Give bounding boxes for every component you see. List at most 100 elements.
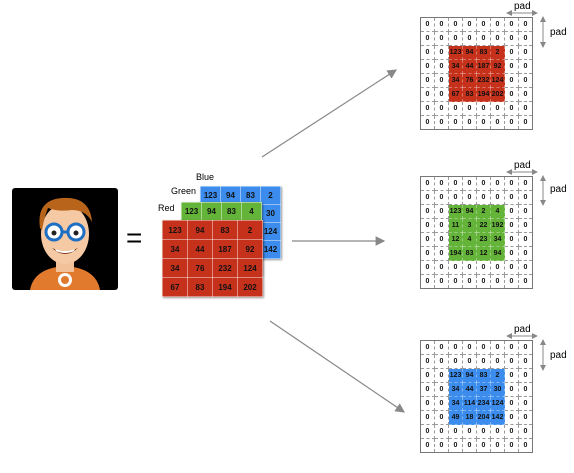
padded-blue-cell: 0 xyxy=(434,410,449,425)
padded-green-cell: 0 xyxy=(434,204,449,219)
red-channel-cell: 202 xyxy=(237,277,263,297)
padded-green-cell: 194 xyxy=(448,246,463,261)
red-channel-cell: 44 xyxy=(187,239,213,259)
padded-blue-cell: 0 xyxy=(476,340,491,355)
padded-blue-cell: 124 xyxy=(490,396,505,411)
padded-red-cell: 0 xyxy=(448,115,463,130)
padded-green-cell: 0 xyxy=(462,274,477,289)
pad-label-top-1: pad xyxy=(514,1,531,12)
padded-green-cell: 0 xyxy=(420,218,435,233)
padded-green-cell: 0 xyxy=(518,218,533,233)
padded-green-cell: 12 xyxy=(448,232,463,247)
padded-green-cell: 0 xyxy=(504,232,519,247)
padded-red-cell: 0 xyxy=(420,101,435,116)
padded-green-cell: 23 xyxy=(476,232,491,247)
padded-red-cell: 232 xyxy=(476,73,491,88)
padded-blue-cell: 0 xyxy=(420,382,435,397)
padded-red-cell: 0 xyxy=(434,115,449,130)
padded-blue-cell: 0 xyxy=(462,354,477,369)
red-channel-label: Red xyxy=(158,203,175,213)
padded-red-cell: 0 xyxy=(518,45,533,60)
padded-red-cell: 0 xyxy=(504,101,519,116)
padded-blue-cell: 0 xyxy=(504,424,519,439)
padded-red-cell: 0 xyxy=(476,31,491,46)
padded-green-cell: 34 xyxy=(490,232,505,247)
padded-green-cell: 0 xyxy=(434,190,449,205)
red-channel-cell: 83 xyxy=(212,220,238,240)
padded-green-cell: 4 xyxy=(462,232,477,247)
padded-blue-cell: 49 xyxy=(448,410,463,425)
pad-label-side-2: pad xyxy=(550,184,567,195)
padded-green-cell: 0 xyxy=(462,260,477,275)
padded-green-cell: 0 xyxy=(420,190,435,205)
red-channel-cell: 2 xyxy=(237,220,263,240)
padded-green-cell: 0 xyxy=(420,204,435,219)
padded-green-cell: 0 xyxy=(504,246,519,261)
padded-blue-cell: 0 xyxy=(476,354,491,369)
arrow-to-red xyxy=(261,69,398,158)
padded-green-cell: 123 xyxy=(448,204,463,219)
padded-blue-cell: 94 xyxy=(462,368,477,383)
blue-channel-label: Blue xyxy=(196,172,215,182)
padded-green-cell: 3 xyxy=(462,218,477,233)
padded-blue-cell: 0 xyxy=(448,438,463,453)
padded-red-cell: 0 xyxy=(462,101,477,116)
pad-label-top-3: pad xyxy=(514,324,531,335)
padded-blue-cell: 0 xyxy=(504,368,519,383)
padded-blue-cell: 0 xyxy=(504,354,519,369)
padded-blue-cell: 44 xyxy=(462,382,477,397)
padded-blue-cell: 0 xyxy=(420,424,435,439)
padded-red-cell: 187 xyxy=(476,59,491,74)
padded-blue-cell: 0 xyxy=(490,340,505,355)
padded-blue-cell: 0 xyxy=(518,368,533,383)
padded-green-cell: 0 xyxy=(504,260,519,275)
padded-red-cell: 0 xyxy=(420,59,435,74)
padded-green-cell: 0 xyxy=(476,176,491,191)
padded-red-cell: 0 xyxy=(420,17,435,32)
padded-red-cell: 202 xyxy=(490,87,505,102)
padded-green-cell: 0 xyxy=(504,274,519,289)
padded-green-cell: 0 xyxy=(448,190,463,205)
padded-blue-cell: 0 xyxy=(504,410,519,425)
padded-red-cell: 0 xyxy=(462,17,477,32)
padded-red-cell: 0 xyxy=(504,31,519,46)
padded-red-cell: 0 xyxy=(434,45,449,60)
padded-red-cell: 0 xyxy=(518,73,533,88)
padded-green-cell: 0 xyxy=(518,274,533,289)
blue-channel-cell: 142 xyxy=(260,240,281,259)
padded-green-cell: 0 xyxy=(504,218,519,233)
padded-green-cell: 22 xyxy=(476,218,491,233)
padded-blue-cell: 0 xyxy=(504,438,519,453)
padded-red-cell: 0 xyxy=(448,31,463,46)
padded-green-cell: 0 xyxy=(518,232,533,247)
padded-blue-cell: 0 xyxy=(504,396,519,411)
padded-red-cell: 44 xyxy=(462,59,477,74)
padded-green-cell: 0 xyxy=(518,190,533,205)
padded-red-cell: 0 xyxy=(518,31,533,46)
pad-label-side-1: pad xyxy=(550,27,567,38)
padded-blue-cell: 0 xyxy=(462,424,477,439)
padded-red-cell: 0 xyxy=(490,17,505,32)
padded-green-cell: 0 xyxy=(420,232,435,247)
padded-blue-cell: 0 xyxy=(490,438,505,453)
red-channel-cell: 67 xyxy=(162,277,188,297)
padded-blue-cell: 0 xyxy=(448,354,463,369)
padded-red-cell: 0 xyxy=(504,17,519,32)
padded-red-cell: 94 xyxy=(462,45,477,60)
padded-red-cell: 0 xyxy=(518,87,533,102)
padded-red-cell: 0 xyxy=(448,17,463,32)
